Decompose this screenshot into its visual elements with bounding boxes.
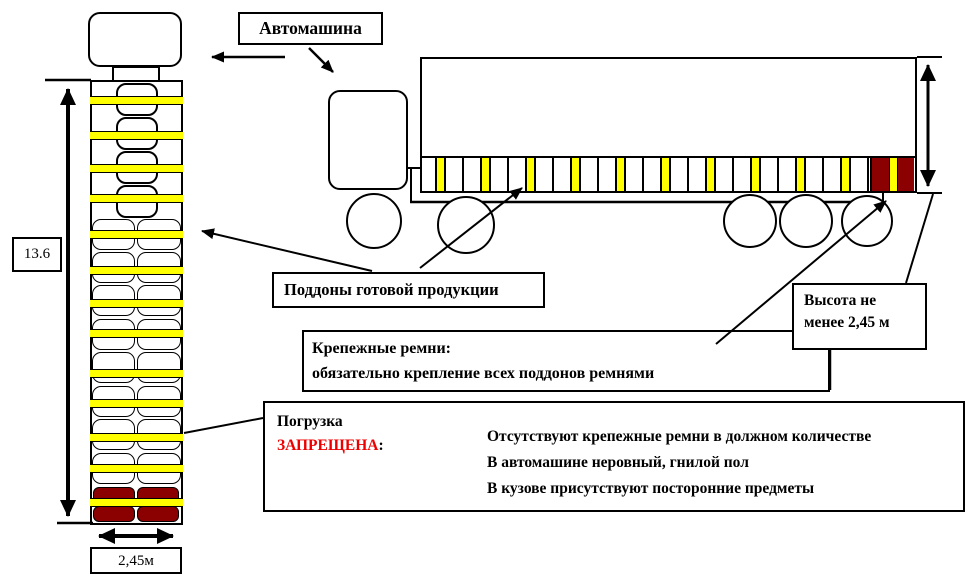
truck-wheel [723,194,777,248]
stack-height-value: 13.6 [23,246,51,262]
truck-trailer [420,57,917,193]
strap-line [90,164,183,173]
strap-line [90,399,183,408]
pallet-roll-defective [137,506,179,522]
height-note-box: Высота не менее 2,45 м [792,283,927,350]
strap-line [90,329,183,338]
strap-line [90,131,183,140]
straps-note-body: обязательно крепление всех поддонов ремн… [312,365,655,382]
machine-label: Автомашина [259,18,362,38]
forbidden-reasons-list: Отсутствуют крепежные ремни в должном ко… [487,424,871,502]
truck-cab [328,90,408,190]
forbidden-reason: В кузове присутствуют посторонние предме… [487,480,815,497]
strap-line [90,266,183,275]
stack-width-label-box: 2,45м [90,547,182,574]
stack-height-label-box: 13.6 [12,237,62,272]
stack-truck-cab [88,12,182,67]
truck-wheel [779,194,833,248]
strap-line [90,194,183,203]
loading-forbidden-box: Погрузка ЗАПРЕЩЕНА: Отсутствуют крепежны… [263,401,965,512]
strap-line [90,498,183,507]
loading-forbidden-line: ЗАПРЕЩЕНА: [277,434,384,458]
height-note-text: Высота не менее 2,45 м [804,292,890,331]
pallet-roll-defective [93,506,135,522]
strap-line [90,369,183,378]
strap-line [90,96,183,105]
straps-note-title: Крепежные ремни: [312,340,451,357]
strap-line [90,299,183,308]
machine-label-box: Автомашина [238,12,383,45]
forbidden-reason: В автомашине неровный, гнилой пол [487,454,749,471]
strap-line [90,433,183,442]
trailer-floor-defective [870,158,914,191]
pallets-arrow-to-stack-icon [201,228,373,272]
machine-arrow-to-truck-icon [308,47,334,73]
straps-note-box: Крепежные ремни: обязательно крепление в… [302,330,830,392]
height-note-connector-top [905,193,934,284]
loading-title-block: Погрузка ЗАПРЕЩЕНА: [277,410,384,458]
strap-line [889,158,898,191]
loading-forbidden-word: ЗАПРЕЩЕНА [277,437,379,454]
stack-width-value: 2,45м [118,553,154,569]
loading-title: Погрузка [277,413,343,430]
pallets-label-box: Поддоны готовой продукции [272,272,545,308]
pallet-roll [92,352,135,383]
truck-wheel [437,196,495,254]
strap-line [90,464,183,473]
forbidden-reason: Отсутствуют крепежные ремни в должном ко… [487,428,872,445]
pallet-stack [90,80,183,525]
pallets-label: Поддоны готовой продукции [284,280,499,299]
trailer-floor-boards [422,156,915,191]
strap-line [90,230,183,239]
loading-forbidden-colon: : [378,437,384,454]
truck-wheel [346,193,402,249]
pallet-roll [137,352,181,383]
truck-wheel [841,195,893,247]
loading-leader-line [183,417,264,434]
